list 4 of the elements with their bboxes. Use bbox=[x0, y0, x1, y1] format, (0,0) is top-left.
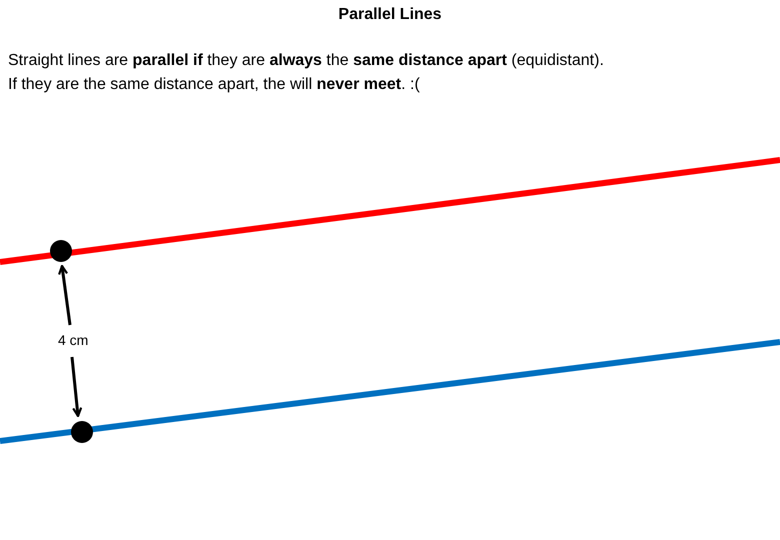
title: Parallel Lines bbox=[338, 6, 442, 24]
description-text: If they are the same distance apart, the will never meet. :( bbox=[8, 76, 420, 94]
description-text: Straight lines are parallel if they are always the same distance apart (equidistant). bbox=[8, 52, 604, 70]
dimension-label: 4 cm bbox=[57, 332, 90, 348]
